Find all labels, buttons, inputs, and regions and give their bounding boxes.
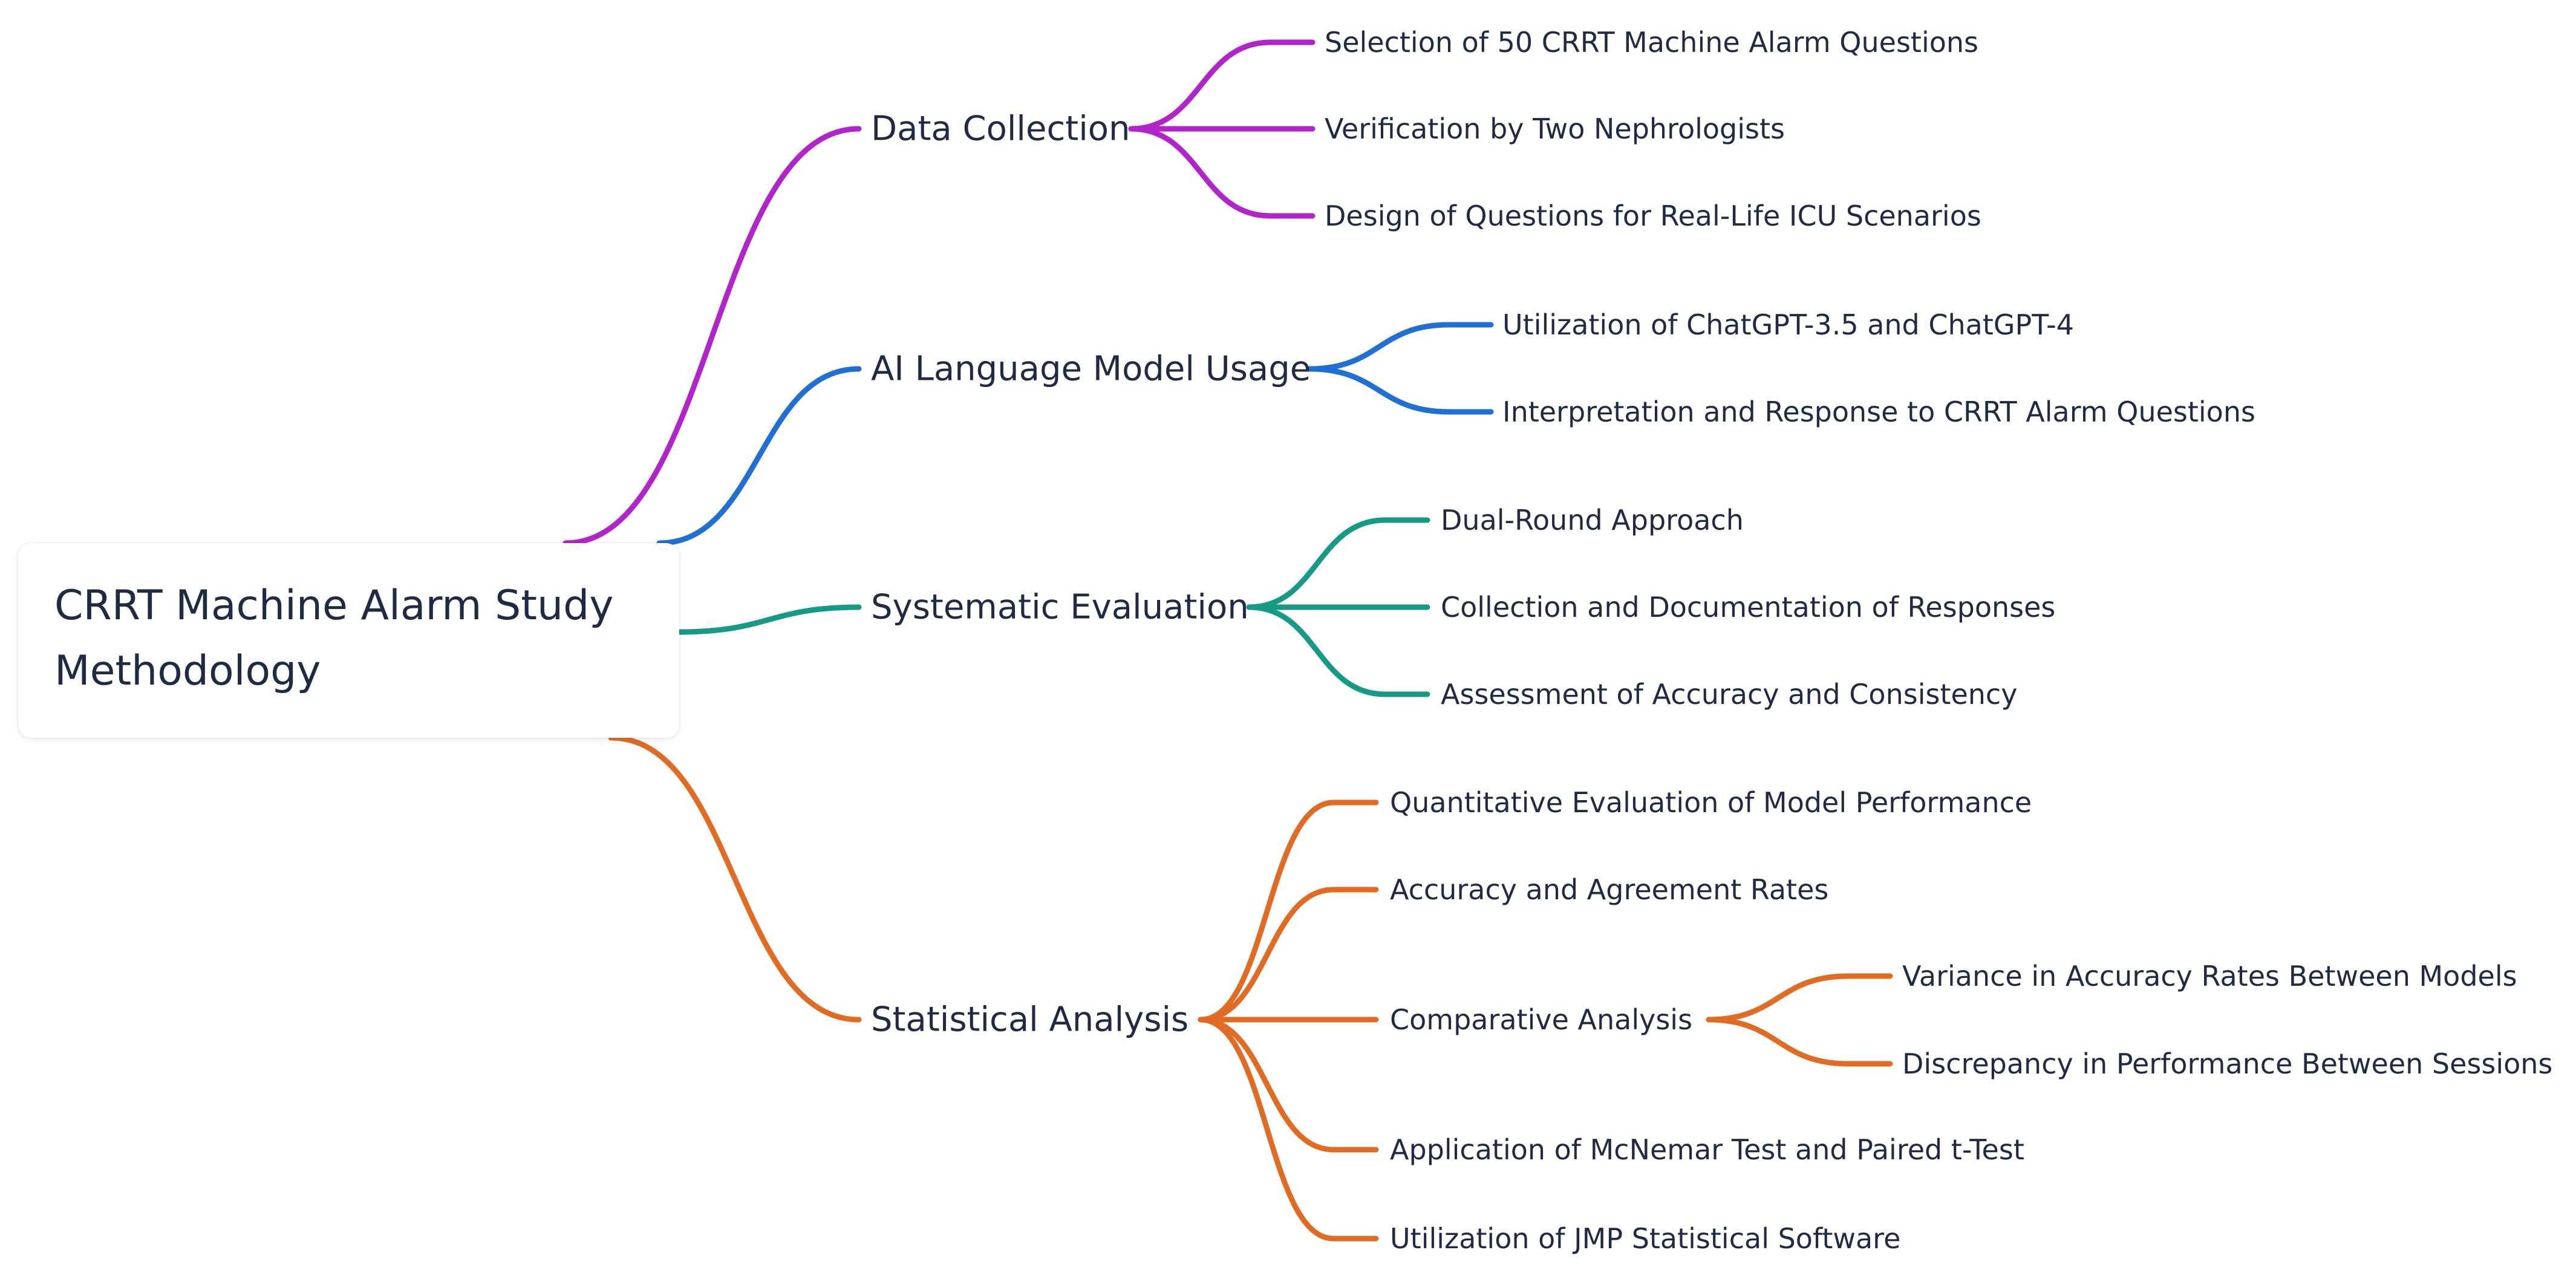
node-jmp-statistical-software[interactable]: Utilization of JMP Statistical Software (1390, 1222, 1901, 1255)
connector-systematic-child (1246, 517, 1430, 610)
connector-comparative-child (1706, 1017, 1893, 1067)
branch-data-collection[interactable]: Data Collection (871, 109, 1130, 149)
node-utilization-of-chatgpt[interactable]: Utilization of ChatGPT-3.5 and ChatGPT-4 (1502, 308, 2074, 341)
connector-ai-usage-child (1306, 366, 1494, 415)
connector-root-statistical (608, 735, 862, 1023)
branch-systematic-evaluation[interactable]: Systematic Evaluation (871, 587, 1249, 627)
connector-statistical-child (1198, 887, 1379, 1023)
node-design-of-questions[interactable]: Design of Questions for Real-Life ICU Sc… (1325, 200, 1981, 232)
connector-ai-usage-child (1306, 322, 1494, 372)
node-selection-of-questions[interactable]: Selection of 50 CRRT Machine Alarm Quest… (1325, 26, 1978, 59)
connector-root-data-collection (562, 126, 862, 546)
root-title-line-2: Methodology (54, 647, 321, 695)
connector-root-systematic (676, 604, 862, 635)
node-accuracy-and-agreement-rates[interactable]: Accuracy and Agreement Rates (1390, 873, 1829, 906)
connector-data-collection-child (1128, 39, 1316, 132)
node-assessment-of-accuracy[interactable]: Assessment of Accuracy and Consistency (1441, 678, 2018, 711)
node-discrepancy-in-performance[interactable]: Discrepancy in Performance Between Sessi… (1902, 1047, 2553, 1080)
connector-systematic-child (1246, 604, 1430, 697)
node-verification-by-nephrologists[interactable]: Verification by Two Nephrologists (1325, 112, 1785, 145)
node-dual-round-approach[interactable]: Dual-Round Approach (1441, 504, 1744, 536)
connector-data-collection-child (1128, 126, 1316, 219)
node-interpretation-and-response[interactable]: Interpretation and Response to CRRT Alar… (1502, 396, 2255, 428)
node-comparative-analysis[interactable]: Comparative Analysis (1390, 1003, 1693, 1036)
node-variance-in-accuracy[interactable]: Variance in Accuracy Rates Between Model… (1902, 960, 2517, 992)
node-mcnemar-and-t-test[interactable]: Application of McNemar Test and Paired t… (1390, 1133, 2024, 1166)
root-node[interactable]: CRRT Machine Alarm Study Methodology (18, 543, 679, 738)
connector-statistical-child (1198, 1017, 1379, 1153)
branch-ai-language-model-usage[interactable]: AI Language Model Usage (871, 349, 1311, 389)
connector-statistical-child (1198, 1017, 1379, 1242)
connector-root-ai-usage (656, 366, 862, 546)
node-collection-and-documentation[interactable]: Collection and Documentation of Response… (1441, 591, 2056, 624)
branch-statistical-analysis[interactable]: Statistical Analysis (871, 1000, 1189, 1040)
connector-statistical-child (1198, 800, 1379, 1023)
node-quantitative-evaluation[interactable]: Quantitative Evaluation of Model Perform… (1390, 786, 2032, 819)
root-title-line-1: CRRT Machine Alarm Study (54, 582, 614, 630)
connector-comparative-child (1706, 973, 1893, 1023)
